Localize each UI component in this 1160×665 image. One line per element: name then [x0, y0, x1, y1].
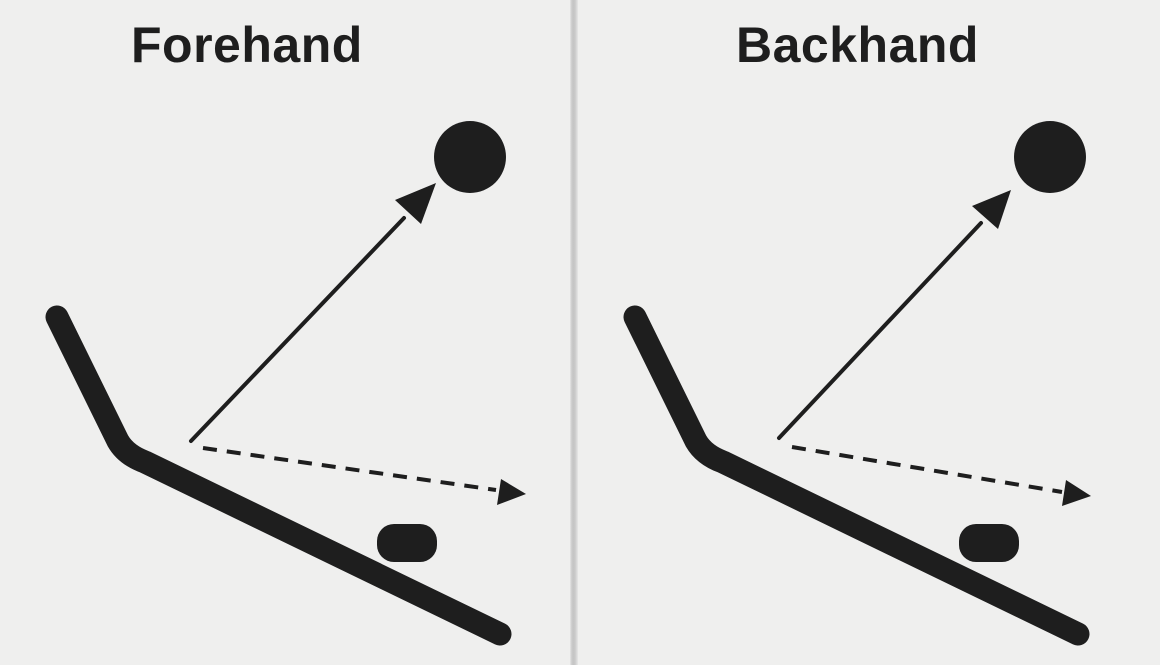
backhand-title: Backhand	[736, 17, 979, 73]
backhand-panel: Backhand	[578, 0, 1160, 665]
pass-arrow-icon	[791, 445, 1091, 506]
forehand-title: Forehand	[131, 17, 363, 73]
shot-arrow-icon	[777, 190, 1011, 440]
pass-arrow-icon	[202, 446, 526, 505]
backhand-diagram	[623, 121, 1091, 646]
hockey-stick-icon	[623, 305, 1090, 646]
puck-icon	[959, 524, 1019, 562]
puck-icon	[377, 524, 437, 562]
panel-divider	[570, 0, 578, 665]
shot-arrow-icon	[189, 183, 436, 443]
target-dot-icon	[434, 121, 506, 193]
forehand-diagram	[45, 121, 526, 646]
hockey-stick-icon	[45, 305, 512, 646]
target-dot-icon	[1014, 121, 1086, 193]
forehand-panel: Forehand	[0, 0, 570, 665]
